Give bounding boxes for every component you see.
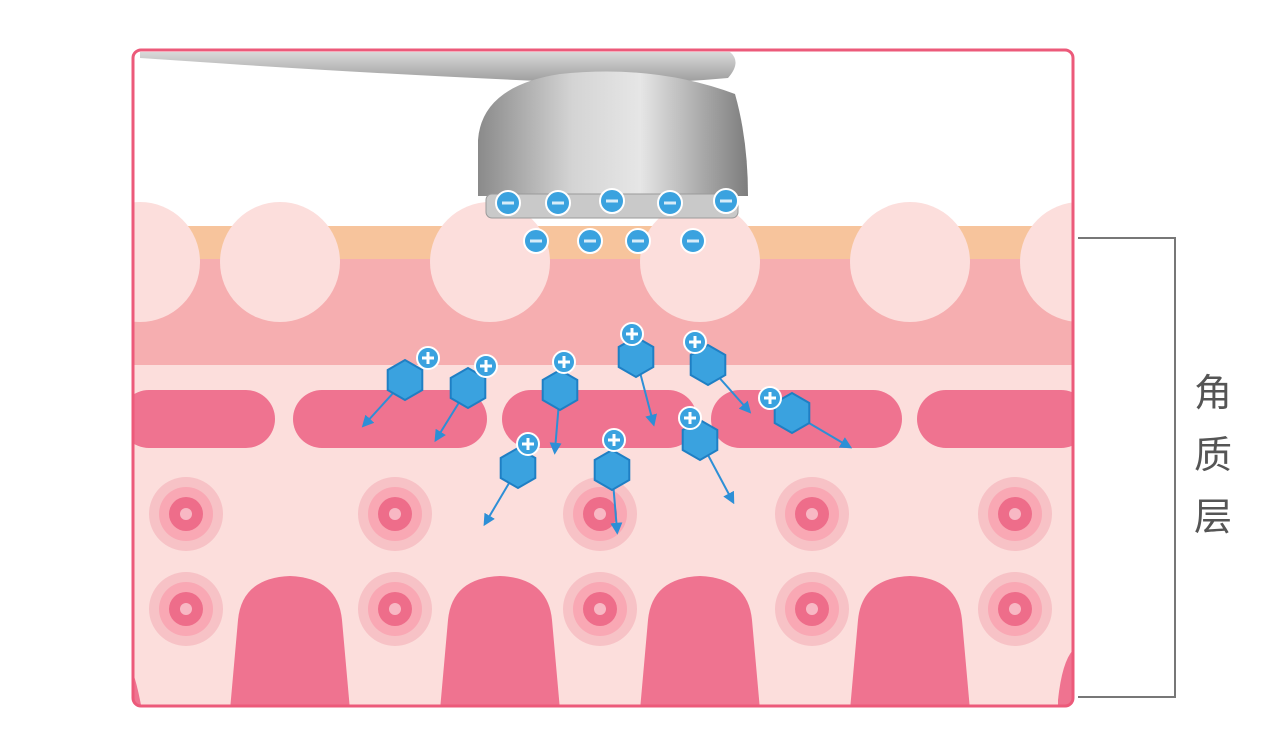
upper-cell [640, 202, 760, 322]
cell-nucleus-center [806, 603, 818, 615]
cell-nucleus-center [180, 508, 192, 520]
beauty-device-head-icon [140, 52, 748, 254]
papilla [850, 576, 970, 706]
emitter-mark [584, 239, 596, 243]
upper-cell [220, 202, 340, 322]
positive-ion-hexagon-icon [499, 446, 537, 490]
cell-nucleus-center [1009, 508, 1021, 520]
papilla [230, 576, 350, 706]
plus-sign-icon [558, 356, 570, 368]
upper-cell [133, 202, 200, 322]
plus-sign-icon [764, 392, 776, 404]
plus-sign-icon [422, 352, 434, 364]
emitter-mark [530, 239, 542, 243]
diagram-frame [131, 48, 1075, 708]
emitter-mark [687, 239, 699, 243]
layer-label-stratum-corneum: 角 质 层 [1188, 362, 1238, 548]
emitter-mark [502, 201, 514, 205]
papilla [640, 576, 760, 706]
positive-ion-hexagon-icon [541, 368, 579, 412]
cell-nucleus-center [1009, 603, 1021, 615]
plus-sign-icon [684, 412, 696, 424]
cell-nucleus-center [594, 603, 606, 615]
layer-label-char-3: 层 [1193, 495, 1232, 539]
upper-cells [133, 202, 1073, 322]
papilla-edge [133, 650, 142, 706]
emitter-mark [632, 239, 644, 243]
upper-cell [430, 202, 550, 322]
plus-sign-icon [522, 438, 534, 450]
cell-bar [917, 390, 1073, 448]
plus-sign-icon [608, 434, 620, 446]
emitter-mark [606, 199, 618, 203]
layer-bracket [1078, 237, 1176, 698]
cell-nucleus-center [389, 603, 401, 615]
papillae [133, 576, 1073, 706]
papilla [440, 576, 560, 706]
plus-sign-icon [480, 360, 492, 372]
positive-ion-hexagon-icon [617, 335, 655, 379]
plus-sign-icon [626, 328, 638, 340]
ion-emitters [495, 188, 739, 254]
cell-nucleus-center [594, 508, 606, 520]
positive-ion-hexagon-icon [681, 418, 719, 462]
positive-ions [386, 322, 811, 492]
emitter-mark [720, 199, 732, 203]
layer-label-char-2: 质 [1193, 433, 1232, 477]
emitter-mark [552, 201, 564, 205]
skin-cross-section [133, 202, 1073, 706]
upper-cell [850, 202, 970, 322]
positive-ion-hexagon-icon [386, 358, 424, 402]
plus-sign-icon [689, 336, 701, 348]
positive-ion-hexagon-icon [593, 448, 631, 492]
cell-bar [133, 390, 275, 448]
cell-nucleus-center [806, 508, 818, 520]
cell-nucleus-center [389, 508, 401, 520]
positive-ion-hexagon-icon [449, 366, 487, 410]
emitter-mark [664, 201, 676, 205]
layer-label-char-1: 角 [1193, 371, 1232, 415]
papilla-edge [1058, 650, 1073, 706]
upper-cell [1020, 202, 1073, 322]
positive-ion-hexagon-icon [689, 343, 727, 387]
cell-nucleus-center [180, 603, 192, 615]
device-dome [478, 71, 748, 196]
